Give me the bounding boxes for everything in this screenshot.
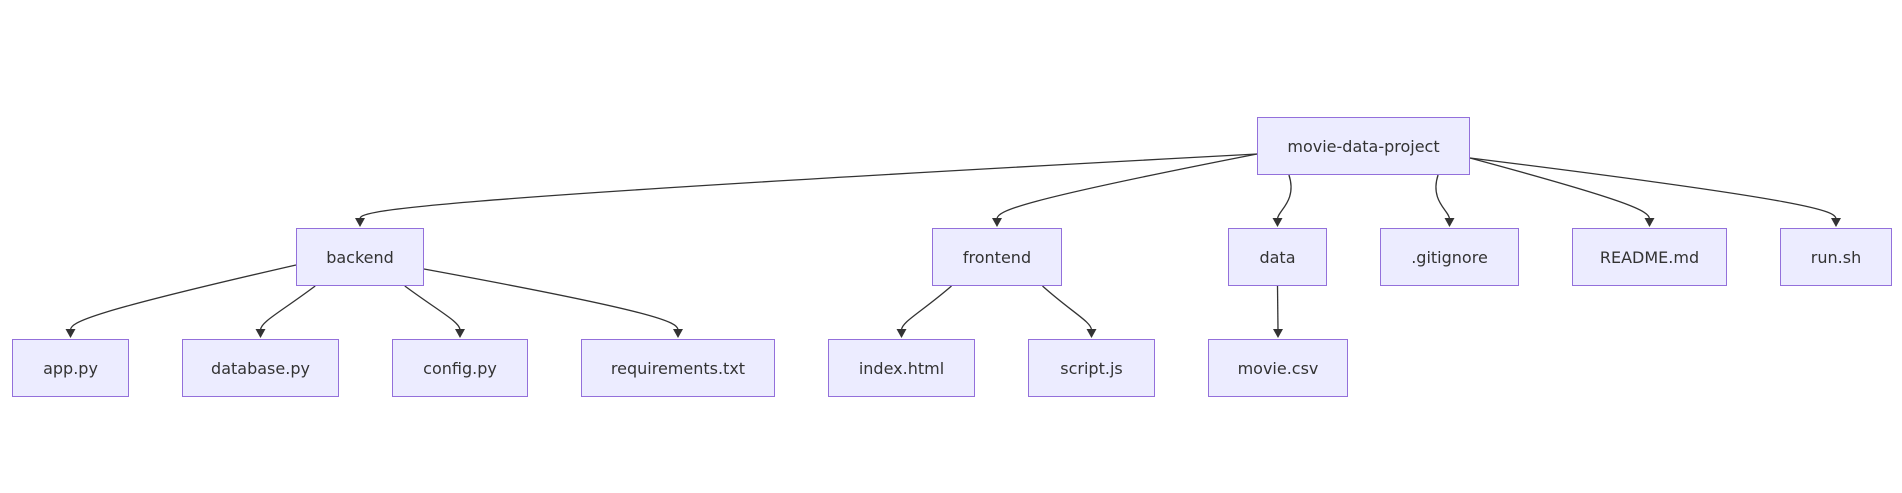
edge-backend-to-config [404, 285, 461, 331]
arrowhead-index [896, 329, 907, 338]
edge-backend-to-reqs [423, 268, 679, 331]
node-gitignore[interactable]: .gitignore [1380, 228, 1519, 286]
node-script-js[interactable]: script.js [1028, 339, 1155, 397]
edge-root-to-frontend [996, 153, 1258, 220]
node-database-py[interactable]: database.py [182, 339, 339, 397]
arrowhead-runsh [1831, 218, 1841, 227]
node-readme[interactable]: README.md [1572, 228, 1727, 286]
node-run-sh[interactable]: run.sh [1780, 228, 1892, 286]
node-label: script.js [1060, 358, 1123, 378]
arrowhead-readme [1644, 218, 1655, 227]
arrowhead-backend [355, 218, 365, 227]
node-backend[interactable]: backend [296, 228, 424, 286]
arrowhead-gitignore [1444, 218, 1455, 227]
edge-backend-to-database [259, 285, 316, 331]
node-label: data [1259, 247, 1296, 267]
arrowhead-database [255, 329, 266, 338]
edge-backend-to-app [69, 264, 297, 331]
arrowhead-app [65, 329, 76, 338]
node-data[interactable]: data [1228, 228, 1327, 286]
arrowhead-csv [1273, 329, 1283, 338]
arrowhead-data [1272, 218, 1283, 227]
edge-root-to-gitignore [1435, 174, 1451, 220]
node-label: run.sh [1810, 247, 1862, 267]
node-app-py[interactable]: app.py [12, 339, 129, 397]
node-label: backend [326, 247, 394, 267]
edge-frontend-to-index [900, 285, 952, 331]
node-label: frontend [962, 247, 1032, 267]
node-label: README.md [1599, 247, 1700, 267]
node-index-html[interactable]: index.html [828, 339, 975, 397]
node-requirements-txt[interactable]: requirements.txt [581, 339, 775, 397]
node-label: .gitignore [1411, 247, 1488, 267]
node-label: movie.csv [1237, 358, 1319, 378]
node-label: index.html [858, 358, 945, 378]
node-config-py[interactable]: config.py [392, 339, 528, 397]
edge-root-to-data [1276, 174, 1292, 220]
arrowhead-reqs [673, 329, 683, 338]
node-label: config.py [423, 358, 497, 378]
node-movie-csv[interactable]: movie.csv [1208, 339, 1348, 397]
arrowhead-frontend [992, 218, 1002, 227]
edge-root-to-readme [1469, 157, 1651, 220]
edge-frontend-to-script [1042, 285, 1093, 331]
edge-data-to-csv [1276, 285, 1279, 331]
node-label: app.py [43, 358, 98, 378]
arrowhead-config [455, 329, 465, 338]
arrowhead-script [1086, 329, 1097, 338]
edge-root-to-backend [359, 153, 1258, 220]
node-label: requirements.txt [610, 358, 746, 378]
node-frontend[interactable]: frontend [932, 228, 1062, 286]
node-movie-data-project[interactable]: movie-data-project [1257, 117, 1470, 175]
edge-root-to-runsh [1469, 157, 1837, 220]
node-label: database.py [211, 358, 310, 378]
node-label: movie-data-project [1287, 136, 1440, 156]
